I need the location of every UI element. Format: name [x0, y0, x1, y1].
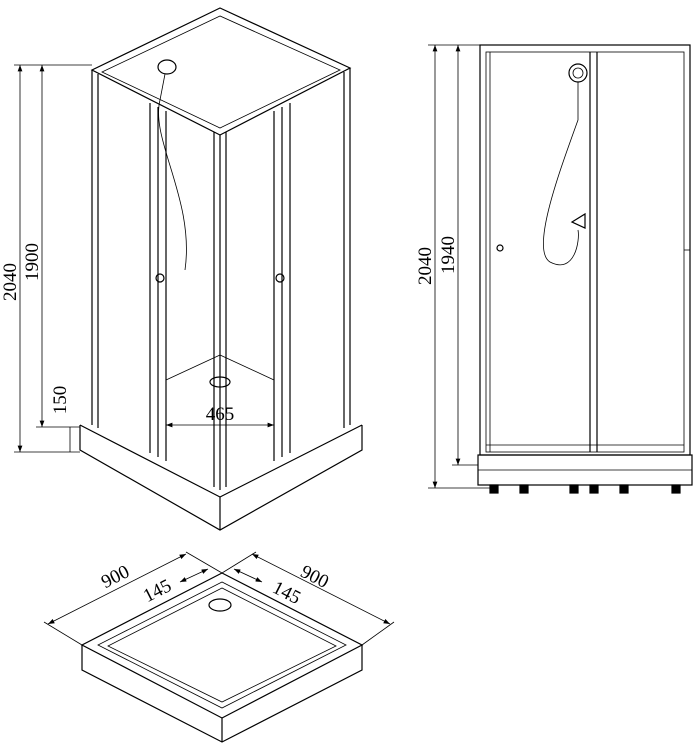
dim-tray-width-right: 900: [297, 561, 332, 593]
dim-iso-height-total: 2040: [0, 263, 21, 301]
dim-tray-corner-left: 145: [140, 575, 175, 607]
tray-view: [43, 551, 395, 743]
dim-iso-tray-height: 150: [50, 386, 71, 415]
dim-front-height-total: 2040: [415, 247, 436, 285]
front-cabin-view: [428, 44, 693, 494]
dim-iso-height-door: 1900: [22, 243, 43, 281]
dim-tray-corner-right: 145: [269, 577, 304, 609]
iso-cabin-view: [14, 7, 363, 531]
dim-tray-width-left: 900: [98, 561, 133, 593]
dim-iso-door-opening: 465: [206, 404, 235, 425]
dim-front-height-inner: 1940: [438, 236, 459, 274]
